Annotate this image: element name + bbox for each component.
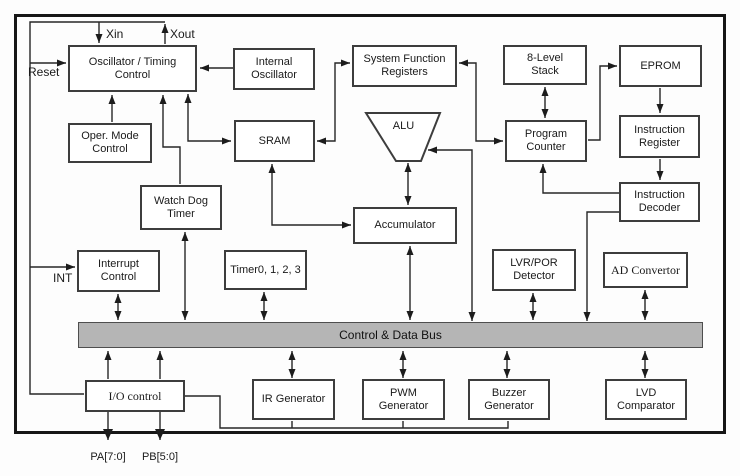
block-internal-oscillator: Internal Oscillator — [233, 48, 315, 90]
block-instruction-register: Instruction Register — [619, 115, 700, 158]
wire-bus-alu — [428, 146, 476, 321]
block-instruction-decoder: Instruction Decoder — [619, 182, 700, 222]
wire-sram-sfr — [317, 59, 350, 145]
block-io-control: I/O control — [85, 380, 185, 412]
block-ir-generator: IR Generator — [252, 379, 335, 420]
wire-idec-bus — [583, 211, 619, 321]
pin-pb: PB[5:0] — [141, 451, 179, 463]
wire-sram-accumulator — [268, 164, 351, 229]
pin-xin: Xin — [106, 27, 124, 41]
diagram-border — [14, 14, 726, 434]
wire-wdt-osc — [159, 95, 181, 184]
block-alu-label: ALU — [392, 120, 415, 132]
block-ad-convertor: AD Convertor — [603, 252, 688, 288]
pin-int: INT — [53, 271, 73, 285]
block-program-counter: Program Counter — [505, 120, 587, 162]
block-system-function-registers: System Function Registers — [352, 45, 457, 87]
block-lvd-comparator: LVD Comparator — [605, 379, 687, 420]
pin-xout: Xout — [170, 27, 195, 41]
alu-shape — [364, 112, 442, 162]
block-interrupt-control: Interrupt Control — [77, 250, 160, 292]
block-accumulator: Accumulator — [353, 207, 457, 244]
block-8-level-stack: 8-Level Stack — [503, 45, 587, 85]
pin-pa: PA[7:0] — [90, 451, 126, 463]
block-pwm-generator: PWM Generator — [362, 379, 445, 420]
wire-pc-eprom — [588, 62, 617, 141]
wire-idec-pc — [539, 164, 619, 194]
pin-reset: Reset — [28, 65, 60, 79]
wire-crystal-loop — [29, 21, 165, 395]
wire-io-generators — [185, 395, 509, 429]
block-watch-dog-timer: Watch Dog Timer — [140, 185, 222, 230]
block-buzzer-generator: Buzzer Generator — [468, 379, 550, 420]
block-lvr-por-detector: LVR/POR Detector — [492, 249, 576, 291]
block-sram: SRAM — [234, 120, 315, 162]
block-oscillator-timing-control: Oscillator / Timing Control — [68, 45, 197, 92]
block-oper-mode-control: Oper. Mode Control — [68, 123, 152, 163]
block-timer0-1-2-3: Timer0, 1, 2, 3 — [224, 250, 307, 290]
control-data-bus: Control & Data Bus — [78, 322, 703, 348]
block-eprom: EPROM — [619, 45, 702, 87]
wire-osc-sram — [184, 94, 231, 145]
wire-sfr-pc — [459, 59, 503, 145]
